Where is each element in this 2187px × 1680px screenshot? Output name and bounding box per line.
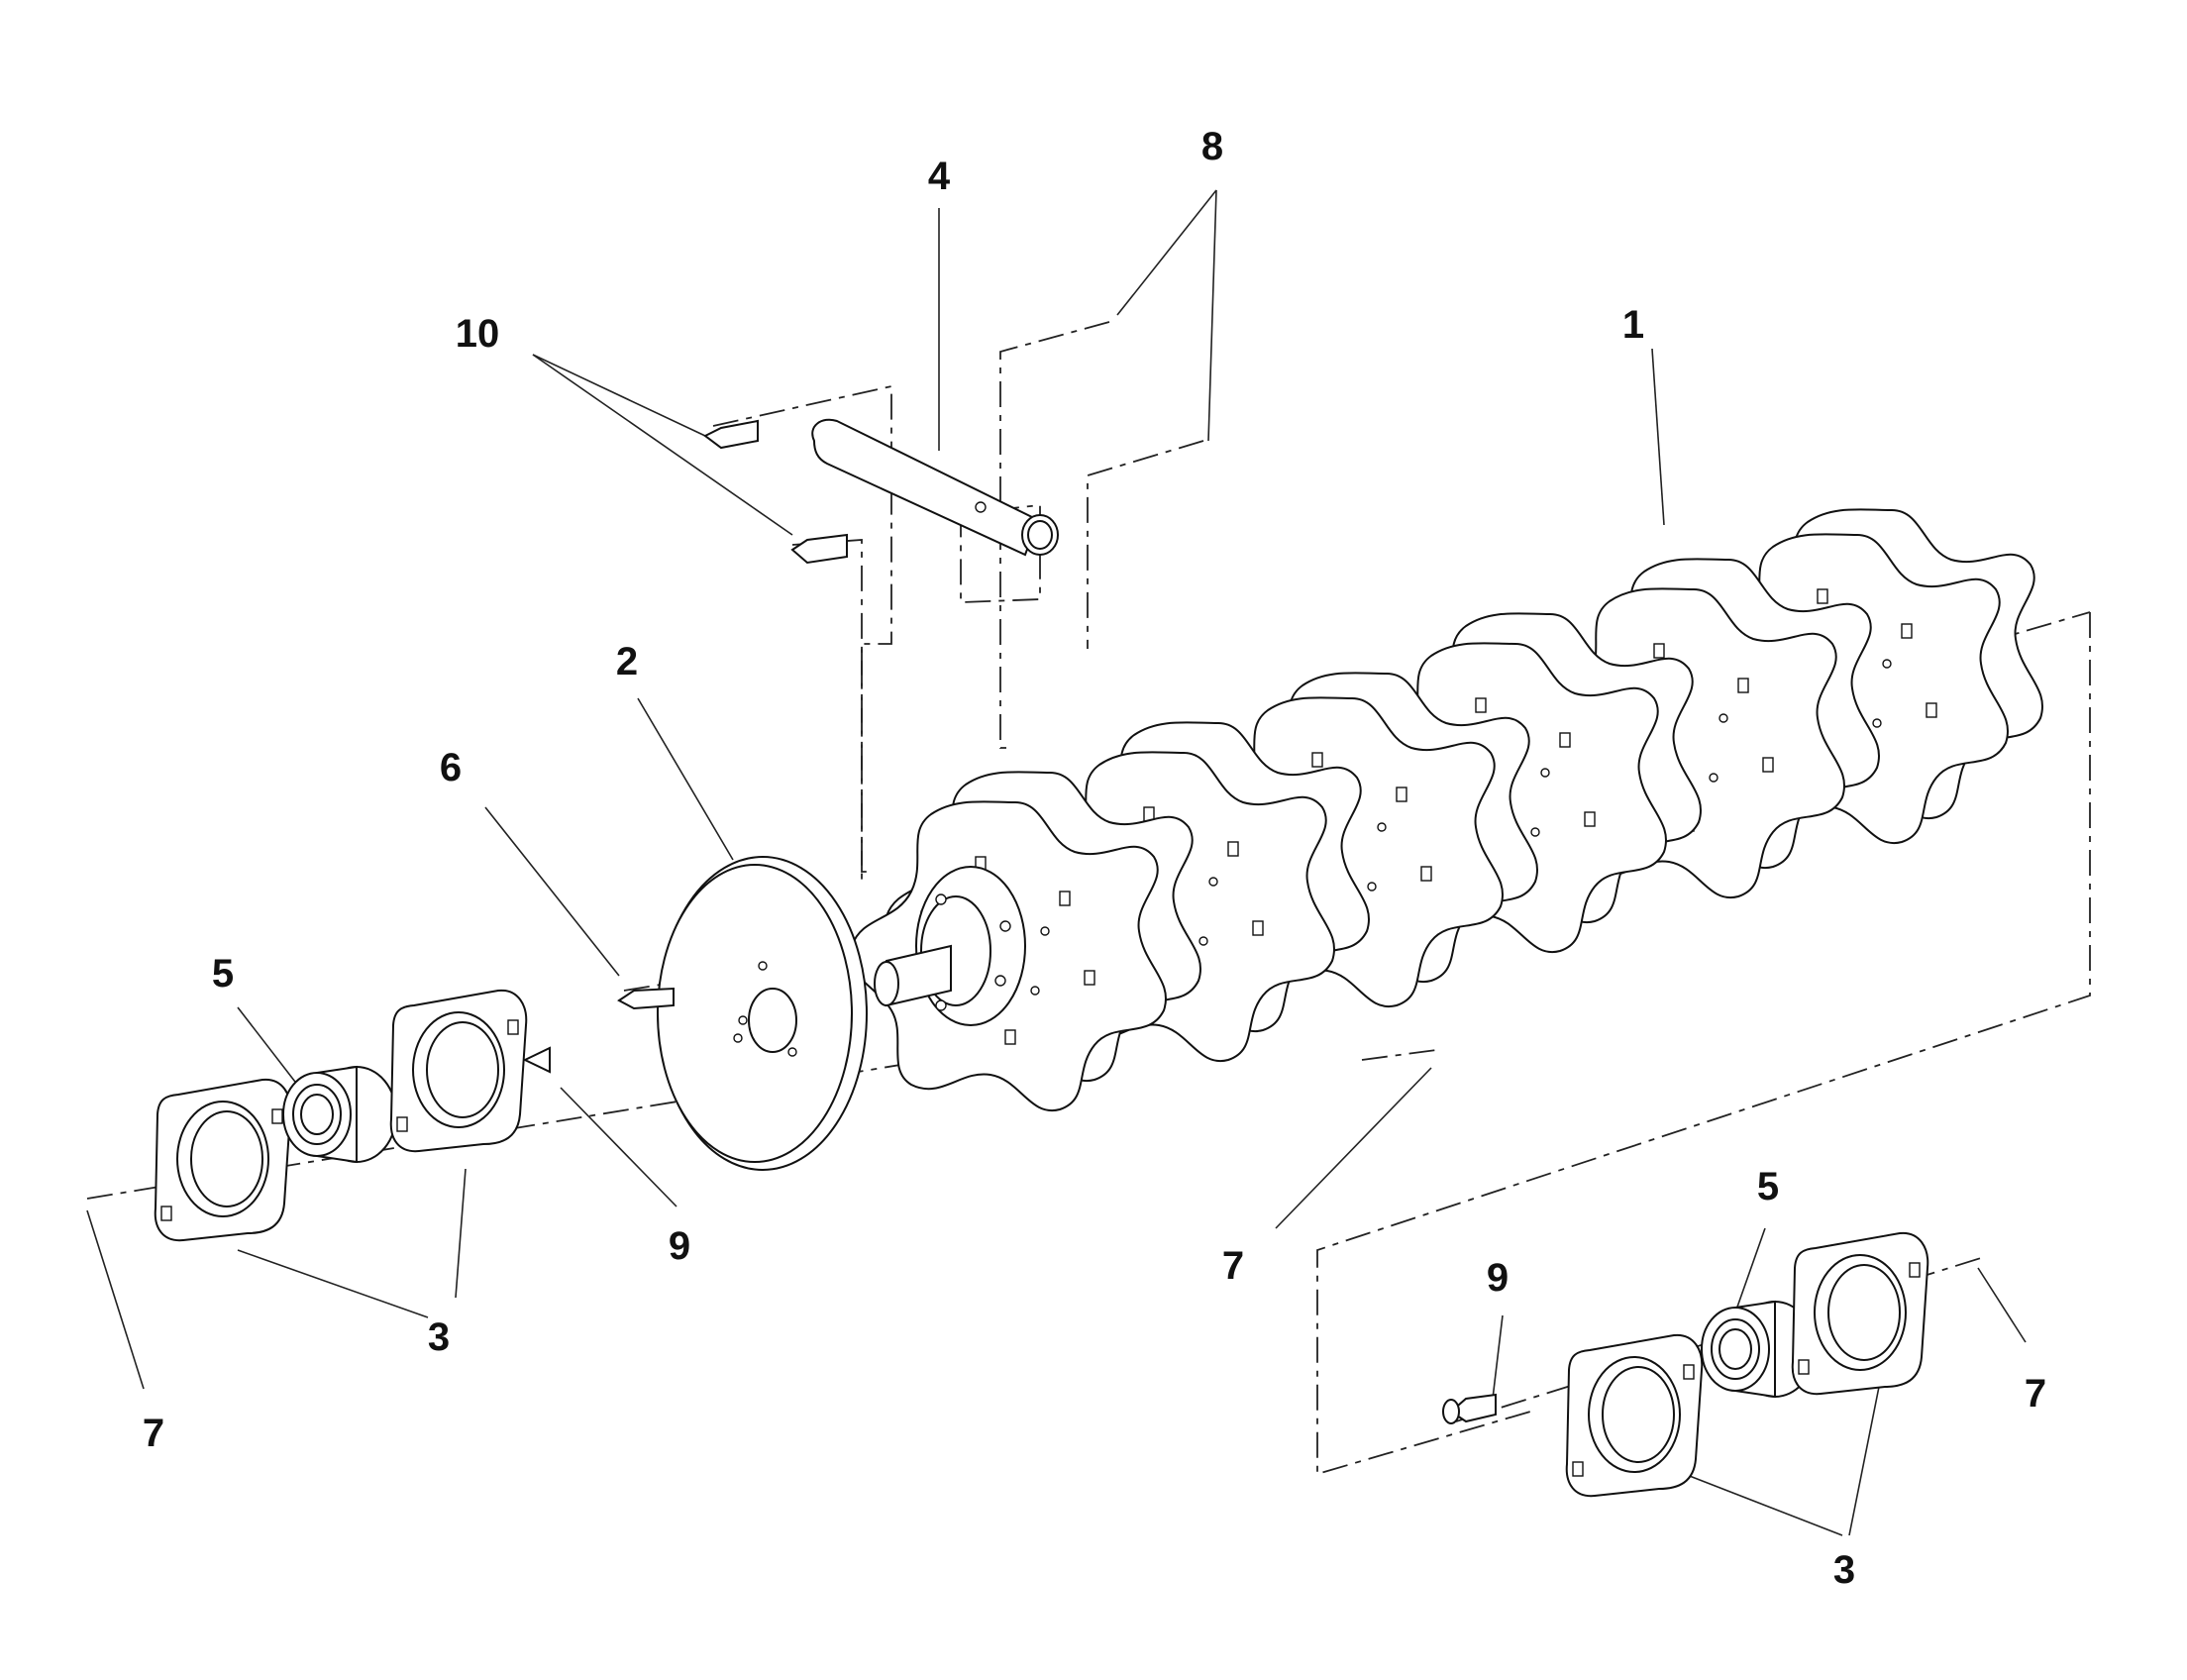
left-bearing-assembly (154, 989, 528, 1242)
callout-7-middle: 7 (1221, 1244, 1245, 1288)
callout-5-left: 5 (211, 952, 235, 996)
leader-lines (86, 189, 2027, 1536)
callout-3-right: 3 (1832, 1548, 1856, 1592)
handle-tube (811, 418, 1059, 557)
callout-7-left: 7 (142, 1412, 165, 1455)
callout-10: 10 (455, 312, 500, 356)
callout-5-right: 5 (1756, 1165, 1780, 1208)
callout-4: 4 (927, 155, 951, 198)
pin-6 (617, 987, 675, 1010)
hub-shaft (874, 866, 1026, 1026)
right-bearing-assembly (1442, 1231, 1929, 1498)
callout-1: 1 (1621, 303, 1645, 347)
callout-8: 8 (1200, 125, 1224, 168)
callout-2: 2 (615, 640, 639, 683)
pin-9-left (522, 1046, 551, 1074)
callout-9-left: 9 (668, 1224, 691, 1268)
callout-6: 6 (439, 746, 463, 789)
callout-3-left: 3 (427, 1315, 451, 1359)
disc-plate (657, 856, 868, 1171)
callout-7-right: 7 (2024, 1372, 2047, 1416)
callout-9-right: 9 (1486, 1256, 1510, 1300)
pins (703, 419, 848, 565)
